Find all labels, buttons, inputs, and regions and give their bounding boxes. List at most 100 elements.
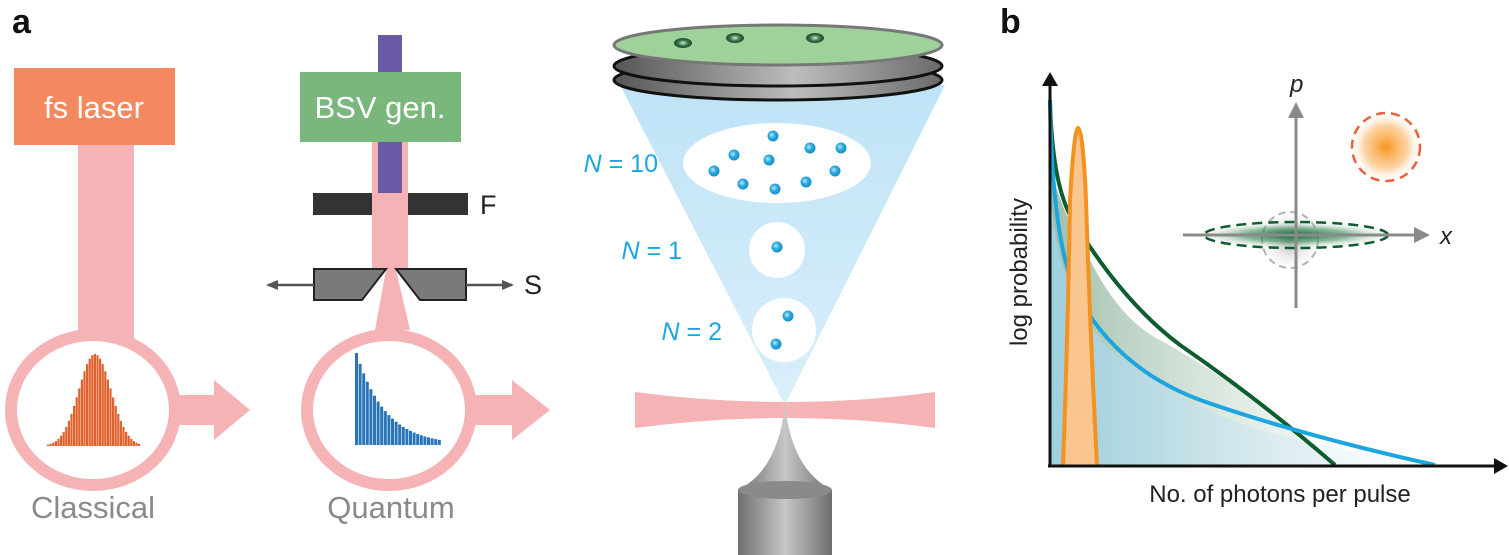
bsv-generator-box — [300, 72, 461, 142]
quantum-hist-bar — [355, 353, 358, 445]
x-axis-label: No. of photons per pulse — [1149, 481, 1411, 508]
label-n1: N = 1 — [622, 237, 682, 265]
electron-dot — [782, 310, 794, 322]
classical-hist-bar — [75, 397, 78, 446]
classical-hist-bar — [54, 441, 57, 446]
classical-hist-bar — [93, 354, 96, 446]
thermal-fill — [1050, 195, 1435, 465]
quantum-hist-bar — [409, 430, 412, 445]
electron-dot — [708, 165, 720, 177]
quantum-hist-bar — [405, 429, 409, 445]
tip-shaft — [738, 490, 832, 555]
x-quadrature-arrowhead — [1414, 227, 1430, 243]
electron-dot — [835, 142, 847, 154]
electron-dot — [737, 178, 749, 190]
y-axis-label: log probability — [1006, 198, 1033, 346]
classical-histogram — [47, 354, 141, 446]
slit-left-blade — [313, 268, 389, 301]
cluster-n10 — [683, 123, 871, 203]
classical-caption: Classical — [31, 490, 155, 525]
classical-hist-bar — [117, 413, 120, 446]
quantum-hist-bar — [365, 381, 369, 445]
classical-hist-bar — [70, 413, 73, 446]
panel-b-letter: b — [1000, 3, 1021, 41]
bsv-generator-label: BSV gen. — [315, 90, 446, 125]
electron-dots — [708, 130, 847, 350]
classical-arrow — [176, 380, 250, 440]
quantum-hist-bar — [398, 424, 402, 445]
classical-hist-bar — [104, 371, 107, 446]
p-axis-label: p — [1289, 71, 1303, 98]
quantum-hist-bar — [437, 439, 441, 445]
quantum-hist-bar — [427, 437, 430, 445]
electron-dot — [728, 149, 740, 161]
squeezed-vacuum-curve — [1048, 99, 1337, 467]
classical-hist-bar — [83, 371, 86, 446]
label-n10: N = 10 — [584, 150, 658, 178]
classical-hist-bar — [52, 442, 55, 446]
quantum-hist-bar — [383, 411, 387, 445]
quantum-caption: Quantum — [327, 490, 455, 525]
p-axis-arrowhead — [1288, 102, 1304, 118]
quantum-hist-bar — [387, 415, 391, 445]
coherent-state-contour — [1350, 111, 1422, 183]
classical-hist-bar — [86, 364, 89, 446]
electron-spot — [674, 38, 692, 48]
quantum-hist-bar — [430, 438, 434, 445]
electron-dot — [763, 154, 775, 166]
classical-hist-bar — [62, 431, 65, 446]
panel-a-letter: a — [12, 3, 32, 41]
quantum-hist-bar — [423, 436, 427, 445]
classical-hist-bar — [67, 420, 70, 446]
classical-hist-bar — [112, 397, 115, 446]
quantum-histogram — [355, 353, 441, 445]
electron-dot — [829, 165, 841, 177]
filter-label: F — [480, 190, 497, 220]
quantum-ellipse — [301, 329, 477, 491]
label-n2: N = 2 — [662, 318, 722, 346]
classical-hist-bar — [60, 435, 63, 446]
quantum-hist-bar — [369, 389, 373, 445]
quantum-arrow — [472, 380, 550, 440]
classical-hist-bar — [106, 379, 109, 446]
classical-hist-bar — [109, 388, 112, 446]
classical-hist-bar — [114, 405, 117, 446]
classical-hist-bar — [88, 358, 91, 446]
fs-laser-label: fs laser — [44, 90, 144, 125]
classical-hist-bar — [132, 441, 135, 446]
electron-dot — [770, 338, 782, 350]
coherent-poisson-curve — [1061, 125, 1099, 466]
slit-label: S — [524, 270, 542, 300]
quantum-hist-bar — [358, 363, 362, 445]
tip-shaft-top — [738, 481, 832, 499]
quantum-hist-bar — [434, 439, 438, 445]
fs-laser-box — [14, 68, 175, 145]
classical-hist-bar — [78, 388, 81, 446]
quantum-hist-bar — [394, 421, 398, 445]
classical-hist-bar — [122, 426, 125, 446]
electron-dot — [800, 176, 812, 188]
classical-hist-bar — [96, 355, 99, 446]
classical-hist-bar — [80, 379, 83, 446]
classical-hist-bar — [135, 442, 138, 446]
quantum-hist-bar — [412, 432, 416, 445]
classical-hist-bar — [57, 438, 60, 446]
classical-hist-bar — [47, 444, 50, 446]
quantum-hist-bar — [401, 426, 405, 445]
photon-statistics-plot: No. of photons per pulse log probability… — [1006, 71, 1508, 508]
quantum-setup: BSV gen. F S Quantum — [266, 35, 550, 525]
quantum-hist-bar — [391, 418, 394, 445]
cluster-n2 — [752, 298, 816, 362]
classical-hist-bar — [49, 443, 52, 446]
coherent-state-blob — [1350, 111, 1422, 183]
classical-hist-bar — [138, 443, 141, 446]
detection-setup: N = 10 N = 1 N = 2 — [584, 23, 945, 555]
electron-spot — [726, 33, 744, 43]
emitter-tip — [738, 405, 832, 490]
electron-dot — [804, 142, 816, 154]
filter-gap — [372, 193, 408, 215]
slit-right-blade — [393, 268, 467, 301]
classical-hist-bar — [127, 435, 130, 446]
y-axis-arrowhead — [1042, 72, 1058, 86]
